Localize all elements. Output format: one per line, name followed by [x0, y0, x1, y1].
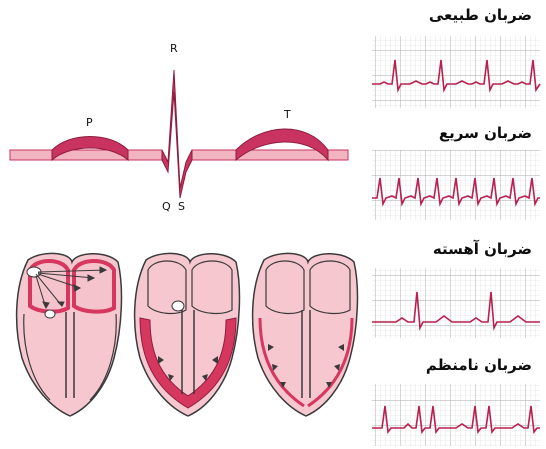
strip-title-irregular: ضربان نامنظم	[362, 356, 532, 374]
ecg-waveform: P R Q S T	[10, 42, 348, 213]
ecg-grid	[372, 268, 540, 338]
av-node	[45, 310, 55, 318]
ecg-strip-irregular	[372, 384, 540, 446]
ecg-strip-normal	[372, 36, 540, 108]
s-label: S	[178, 200, 185, 213]
t-label: T	[283, 108, 291, 121]
r-label: R	[170, 42, 178, 55]
q-label: Q	[162, 200, 171, 213]
ecg-grid	[372, 384, 540, 446]
ecg-strip-fast	[372, 150, 540, 220]
heart-illustration-ventricles	[135, 253, 240, 416]
ecg-strip-slow	[372, 268, 540, 338]
strip-title-normal: ضربان طبیعی	[362, 6, 532, 24]
av-node	[172, 301, 184, 311]
heart-illustration-atria	[17, 253, 122, 416]
ecg-baseline	[10, 150, 162, 160]
ecg-grid	[372, 36, 540, 108]
strip-title-fast: ضربان سریع	[362, 124, 532, 142]
p-label: P	[86, 116, 93, 129]
qrs-complex	[162, 70, 192, 198]
left-atrium	[74, 261, 114, 312]
strip-title-slow: ضربان آهسته	[362, 240, 532, 258]
heart-illustration-repolarization	[253, 253, 358, 416]
